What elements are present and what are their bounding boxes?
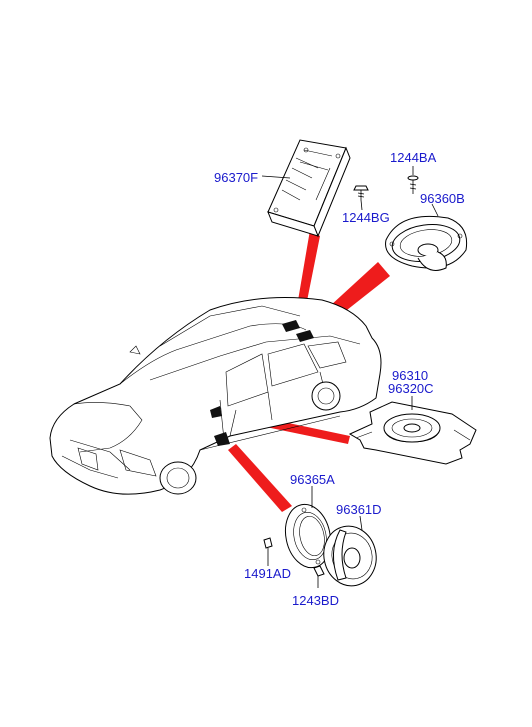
label-96370f: 96370F (214, 170, 259, 185)
label-1491ad: 1491AD (244, 566, 291, 581)
amplifier-unit (267, 139, 351, 238)
front-speaker (323, 525, 377, 587)
screw-1244ba (407, 175, 419, 194)
car-illustration (49, 297, 382, 495)
callout-front-speaker (228, 444, 292, 512)
label-96360b: 96360B (420, 191, 465, 206)
subwoofer-assembly (348, 401, 477, 465)
car-speaker-position-door (214, 432, 230, 446)
label-96361d: 96361D (336, 502, 382, 517)
car-speaker-position-amp (282, 320, 300, 332)
car-speaker-position-rear (296, 330, 314, 342)
label-96310: 96310 (392, 368, 429, 383)
clip-1491ad (263, 537, 273, 549)
rear-speaker (385, 215, 468, 271)
screw-1243bd (313, 565, 325, 588)
screw-1244bg (353, 185, 369, 200)
label-96320c: 96320C (388, 381, 434, 396)
label-1244bg: 1244BG (342, 210, 390, 225)
label-96365a: 96365A (290, 472, 335, 487)
label-1243bd: 1243BD (292, 593, 339, 608)
label-1244ba: 1244BA (390, 150, 437, 165)
car-speaker-position-door-top (210, 406, 222, 418)
